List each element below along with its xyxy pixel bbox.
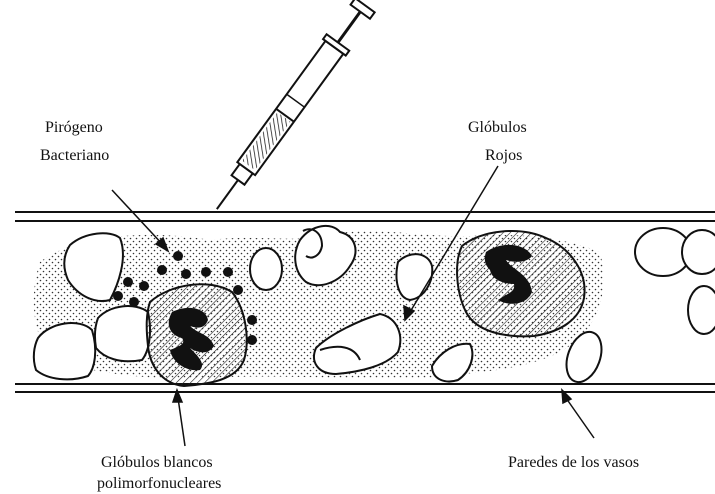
syringe-icon — [206, 0, 377, 217]
red-cell — [688, 286, 715, 334]
red-cell — [250, 248, 282, 290]
label-red-cells-line2: Rojos — [485, 147, 522, 164]
red-cell — [95, 306, 150, 361]
label-white-cells-line2: polimorfonucleares — [97, 475, 221, 492]
red-cell — [34, 323, 95, 379]
label-vessel-walls: Paredes de los vasos — [508, 454, 639, 471]
label-white-cells-line1: Glóbulos blancos — [101, 454, 213, 471]
arrow-vessel-walls — [566, 398, 594, 438]
arrow-white-cells — [178, 398, 185, 446]
label-pyrogen-line1: Pirógeno — [45, 119, 103, 136]
label-pyrogen-line2: Bacteriano — [40, 147, 109, 164]
label-red-cells-line1: Glóbulos — [468, 119, 527, 136]
red-cell — [682, 230, 715, 274]
